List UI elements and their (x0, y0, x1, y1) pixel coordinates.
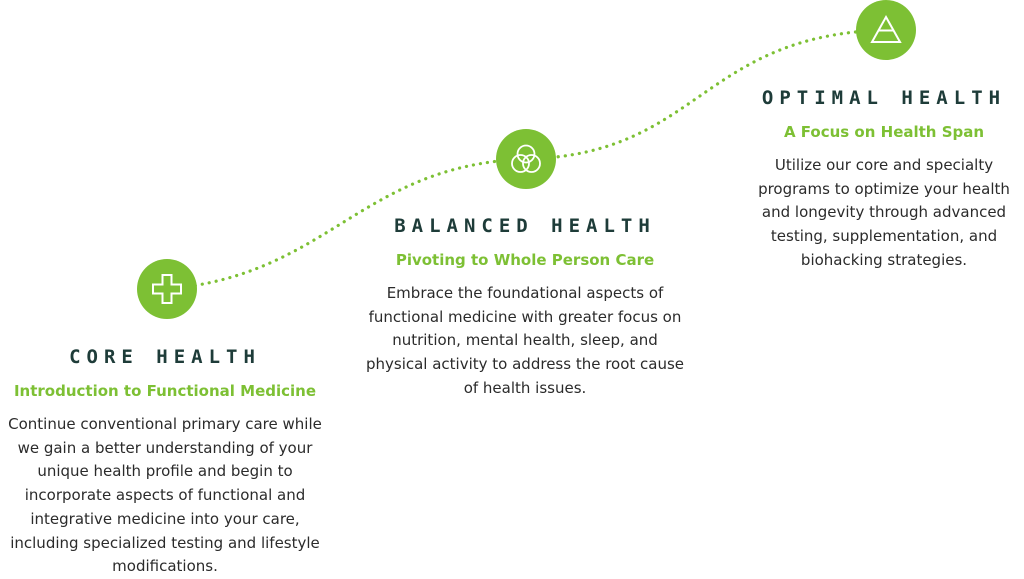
optimal-health-section: OPTIMAL HEALTH A Focus on Health Span Ut… (744, 87, 1024, 273)
triangle-icon (870, 14, 902, 43)
core-health-description: Continue conventional primary care while… (8, 415, 322, 576)
optimal-health-subtitle: A Focus on Health Span (783, 123, 985, 141)
balanced-health-subtitle: Pivoting to Whole Person Care (395, 251, 655, 269)
balanced-health-description: Embrace the foundational aspects of func… (365, 284, 685, 397)
core-health-section: CORE HEALTH Introduction to Functional M… (0, 346, 330, 579)
venn-circles-icon (511, 144, 541, 173)
core-health-subtitle: Introduction to Functional Medicine (13, 382, 317, 400)
core-health-title: CORE HEALTH (69, 346, 261, 368)
balanced-health-badge (496, 129, 556, 189)
optimal-health-description: Utilize our core and specialty programs … (758, 156, 1010, 269)
balanced-health-title: BALANCED HEALTH (394, 215, 656, 237)
journey-dotted-line (165, 28, 888, 291)
optimal-health-title: OPTIMAL HEALTH (761, 87, 1007, 109)
core-health-badge (137, 259, 197, 319)
optimal-health-badge (856, 0, 916, 60)
plus-icon (152, 274, 182, 304)
balanced-health-section: BALANCED HEALTH Pivoting to Whole Person… (365, 215, 685, 401)
